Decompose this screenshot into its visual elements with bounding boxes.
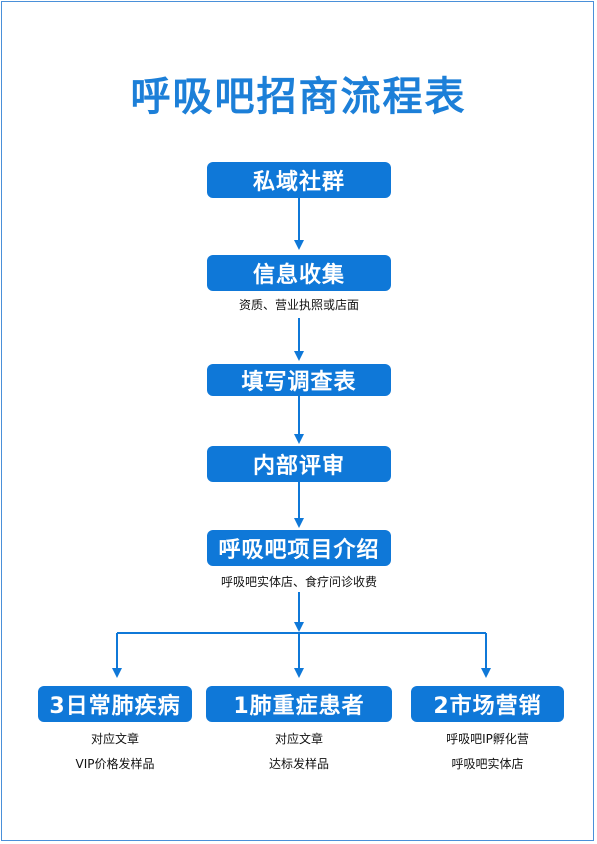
branch-note-daily-lung-1: 对应文章 xyxy=(90,732,139,746)
branch-note-daily-lung-2: VIP价格发样品 xyxy=(75,757,155,771)
branch-box-marketing: 2市场营销 xyxy=(411,686,564,722)
branch-box-severe-lung-patients: 1肺重症患者 xyxy=(206,686,392,722)
branch-box-daily-lung-disease: 3日常肺疾病 xyxy=(38,686,192,722)
branch-note-severe-1: 对应文章 xyxy=(274,732,323,746)
branch-note-severe-2: 达标发样品 xyxy=(268,757,329,771)
branch-note-marketing-1: 呼吸吧IP孵化营 xyxy=(446,732,529,746)
page-title: 呼吸吧招商流程表 xyxy=(130,74,467,120)
step-note-info-collection: 资质、营业执照或店面 xyxy=(238,298,359,312)
step-box-project-intro: 呼吸吧项目介绍 xyxy=(207,530,391,566)
branch-note-marketing-2: 呼吸吧实体店 xyxy=(451,757,524,771)
step-box-internal-review: 内部评审 xyxy=(207,446,391,482)
step-box-survey-form: 填写调查表 xyxy=(207,364,391,396)
step-box-private-community: 私域社群 xyxy=(207,162,391,198)
step-note-project-intro: 呼吸吧实体店、食疗问诊收费 xyxy=(220,575,377,589)
step-box-info-collection: 信息收集 xyxy=(207,255,391,291)
